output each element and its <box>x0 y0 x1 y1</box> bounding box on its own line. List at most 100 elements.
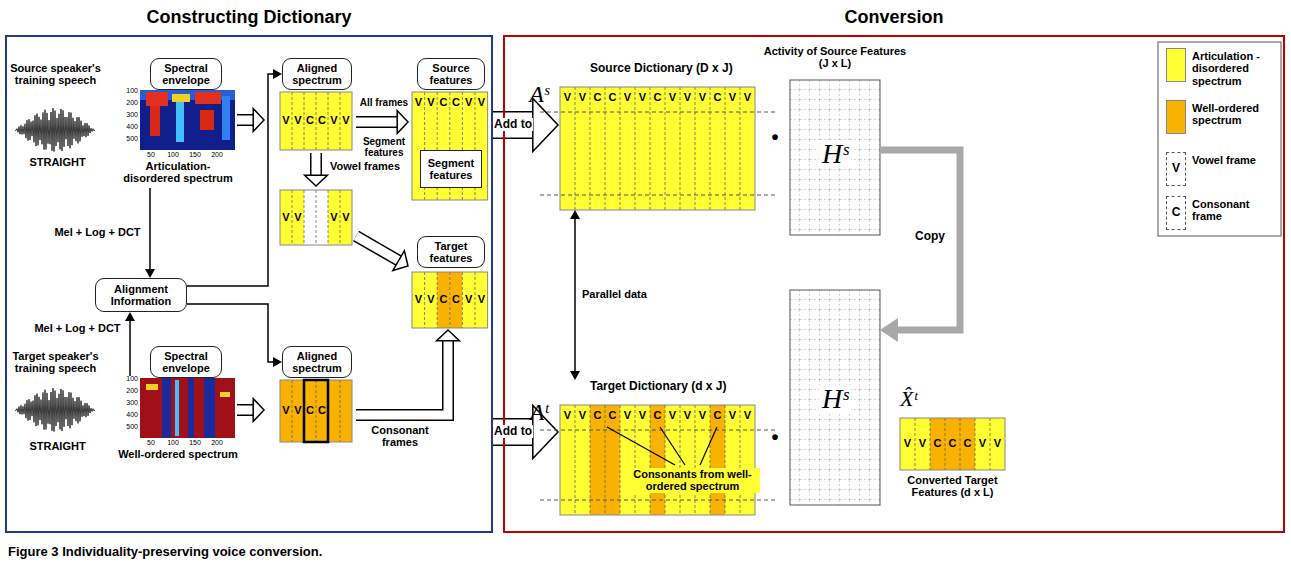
frame-letter: C <box>304 404 316 416</box>
frame-cell <box>680 87 695 210</box>
axis-tick-label: 400 <box>118 411 138 419</box>
frame-divider <box>710 87 711 210</box>
arrowhead <box>273 357 282 367</box>
frame-cell <box>316 92 328 150</box>
dashed-rule <box>540 112 778 113</box>
frame-cell <box>425 272 438 328</box>
frame-letter: V <box>695 91 710 103</box>
node-text: Source Dictionary (D x J) <box>590 62 760 75</box>
frame-divider <box>449 272 450 328</box>
frame-cell <box>930 418 945 470</box>
activity-matrix: Hˢ <box>790 290 880 505</box>
frame-letter: V <box>900 437 915 449</box>
axis-tick-label: 200 <box>118 387 138 395</box>
arrowhead <box>570 210 580 219</box>
converted-features: X̂ᵗConverted Target Features (d x L) <box>895 388 1010 515</box>
arrowhead <box>125 312 135 321</box>
process-label-box: Source features <box>417 58 485 91</box>
strip-outline <box>560 87 755 210</box>
axis-tick-label: 50 <box>141 439 161 447</box>
connector-line <box>574 218 576 372</box>
arrowhead <box>273 69 282 79</box>
frame-divider <box>316 380 317 442</box>
frame-letter: V <box>328 211 340 223</box>
spectrogram-band <box>150 106 160 136</box>
frame-divider <box>605 405 606 515</box>
frame-cell <box>304 190 316 245</box>
frame-cell <box>635 87 650 210</box>
frame-divider <box>340 92 341 150</box>
frame-cell <box>605 87 620 210</box>
frame-cell <box>590 405 605 515</box>
frame-letter: C <box>710 409 725 421</box>
process-label-box: Aligned spectrum <box>282 58 352 91</box>
frame-letter: C <box>316 404 328 416</box>
frame-divider <box>915 418 916 470</box>
hollow-arrow-body <box>491 420 533 445</box>
frame-letter: C <box>450 293 463 305</box>
panel-heading: Constructing Dictionary <box>7 7 491 27</box>
frame-letter: C <box>590 91 605 103</box>
connector-label: Parallel data <box>582 288 662 300</box>
frame-letter: V <box>725 409 740 421</box>
frame-cell <box>650 405 665 515</box>
frame-letter: C <box>450 96 463 108</box>
frame-letter: C <box>650 91 665 103</box>
frame-letter: V <box>620 91 635 103</box>
frame-letter: C <box>304 114 316 126</box>
frame-divider <box>725 87 726 210</box>
frame-divider <box>575 405 576 515</box>
frame-divider <box>680 405 681 515</box>
frame-cell <box>560 405 575 515</box>
leader-lines <box>607 427 717 465</box>
frame-letter: V <box>575 91 590 103</box>
frame-letter: C <box>437 293 450 305</box>
frame-divider <box>316 92 317 150</box>
connector-line <box>880 150 960 330</box>
frame-letter: V <box>425 293 438 305</box>
frame-letter: V <box>915 437 930 449</box>
hollow-arrow-head <box>397 111 408 134</box>
frame-letter: V <box>340 114 352 126</box>
consonant-highlight <box>304 380 328 442</box>
frame-cell <box>340 380 352 442</box>
frame-divider <box>328 92 329 150</box>
frame-cell <box>710 87 725 210</box>
node-text: Articulation-disordered spectrum <box>118 160 238 185</box>
arrowhead <box>570 371 580 380</box>
hollow-arrow-head <box>253 399 264 422</box>
frame-cell <box>575 87 590 210</box>
frame-cell <box>340 190 352 245</box>
frame-divider <box>620 405 621 515</box>
node-text: Target Dictionary (d x J) <box>590 380 760 393</box>
leader-line <box>700 427 717 465</box>
spectrogram-band <box>172 94 190 102</box>
hollow-arrow-outline <box>356 116 397 128</box>
connector-line <box>149 188 151 270</box>
connector-label: Mel + Log + DCT <box>30 322 125 334</box>
strip-outline <box>900 418 1005 470</box>
frame-cell <box>292 190 304 245</box>
panel-heading: Conversion <box>505 7 1283 27</box>
frame-divider <box>437 272 438 328</box>
frame-divider <box>292 380 293 442</box>
spectrogram-band <box>162 378 171 438</box>
legend-text: Well-ordered spectrum <box>1192 102 1278 127</box>
annotation-label: Source speaker's training speech <box>3 62 108 87</box>
axis-tick-label: 500 <box>118 423 138 431</box>
annotation-label: Add to <box>493 118 533 131</box>
annotation-label: • <box>762 426 788 448</box>
hollow-arrow-outline <box>491 111 533 139</box>
hollow-arrow-head <box>305 175 328 186</box>
frame-letter: V <box>280 114 292 126</box>
axis-tick-label: 300 <box>118 399 138 407</box>
legend-text: Articulation - disordered spectrum <box>1192 50 1278 87</box>
frame-divider <box>304 190 305 245</box>
spectrogram-ground <box>140 378 235 438</box>
annotation-label: All frames <box>356 97 412 108</box>
hollow-arrow-head <box>393 251 408 271</box>
annotation-label: Add to <box>493 425 533 438</box>
frame-cell <box>650 87 665 210</box>
frame-letter: C <box>960 437 975 449</box>
frame-cell <box>575 405 590 515</box>
